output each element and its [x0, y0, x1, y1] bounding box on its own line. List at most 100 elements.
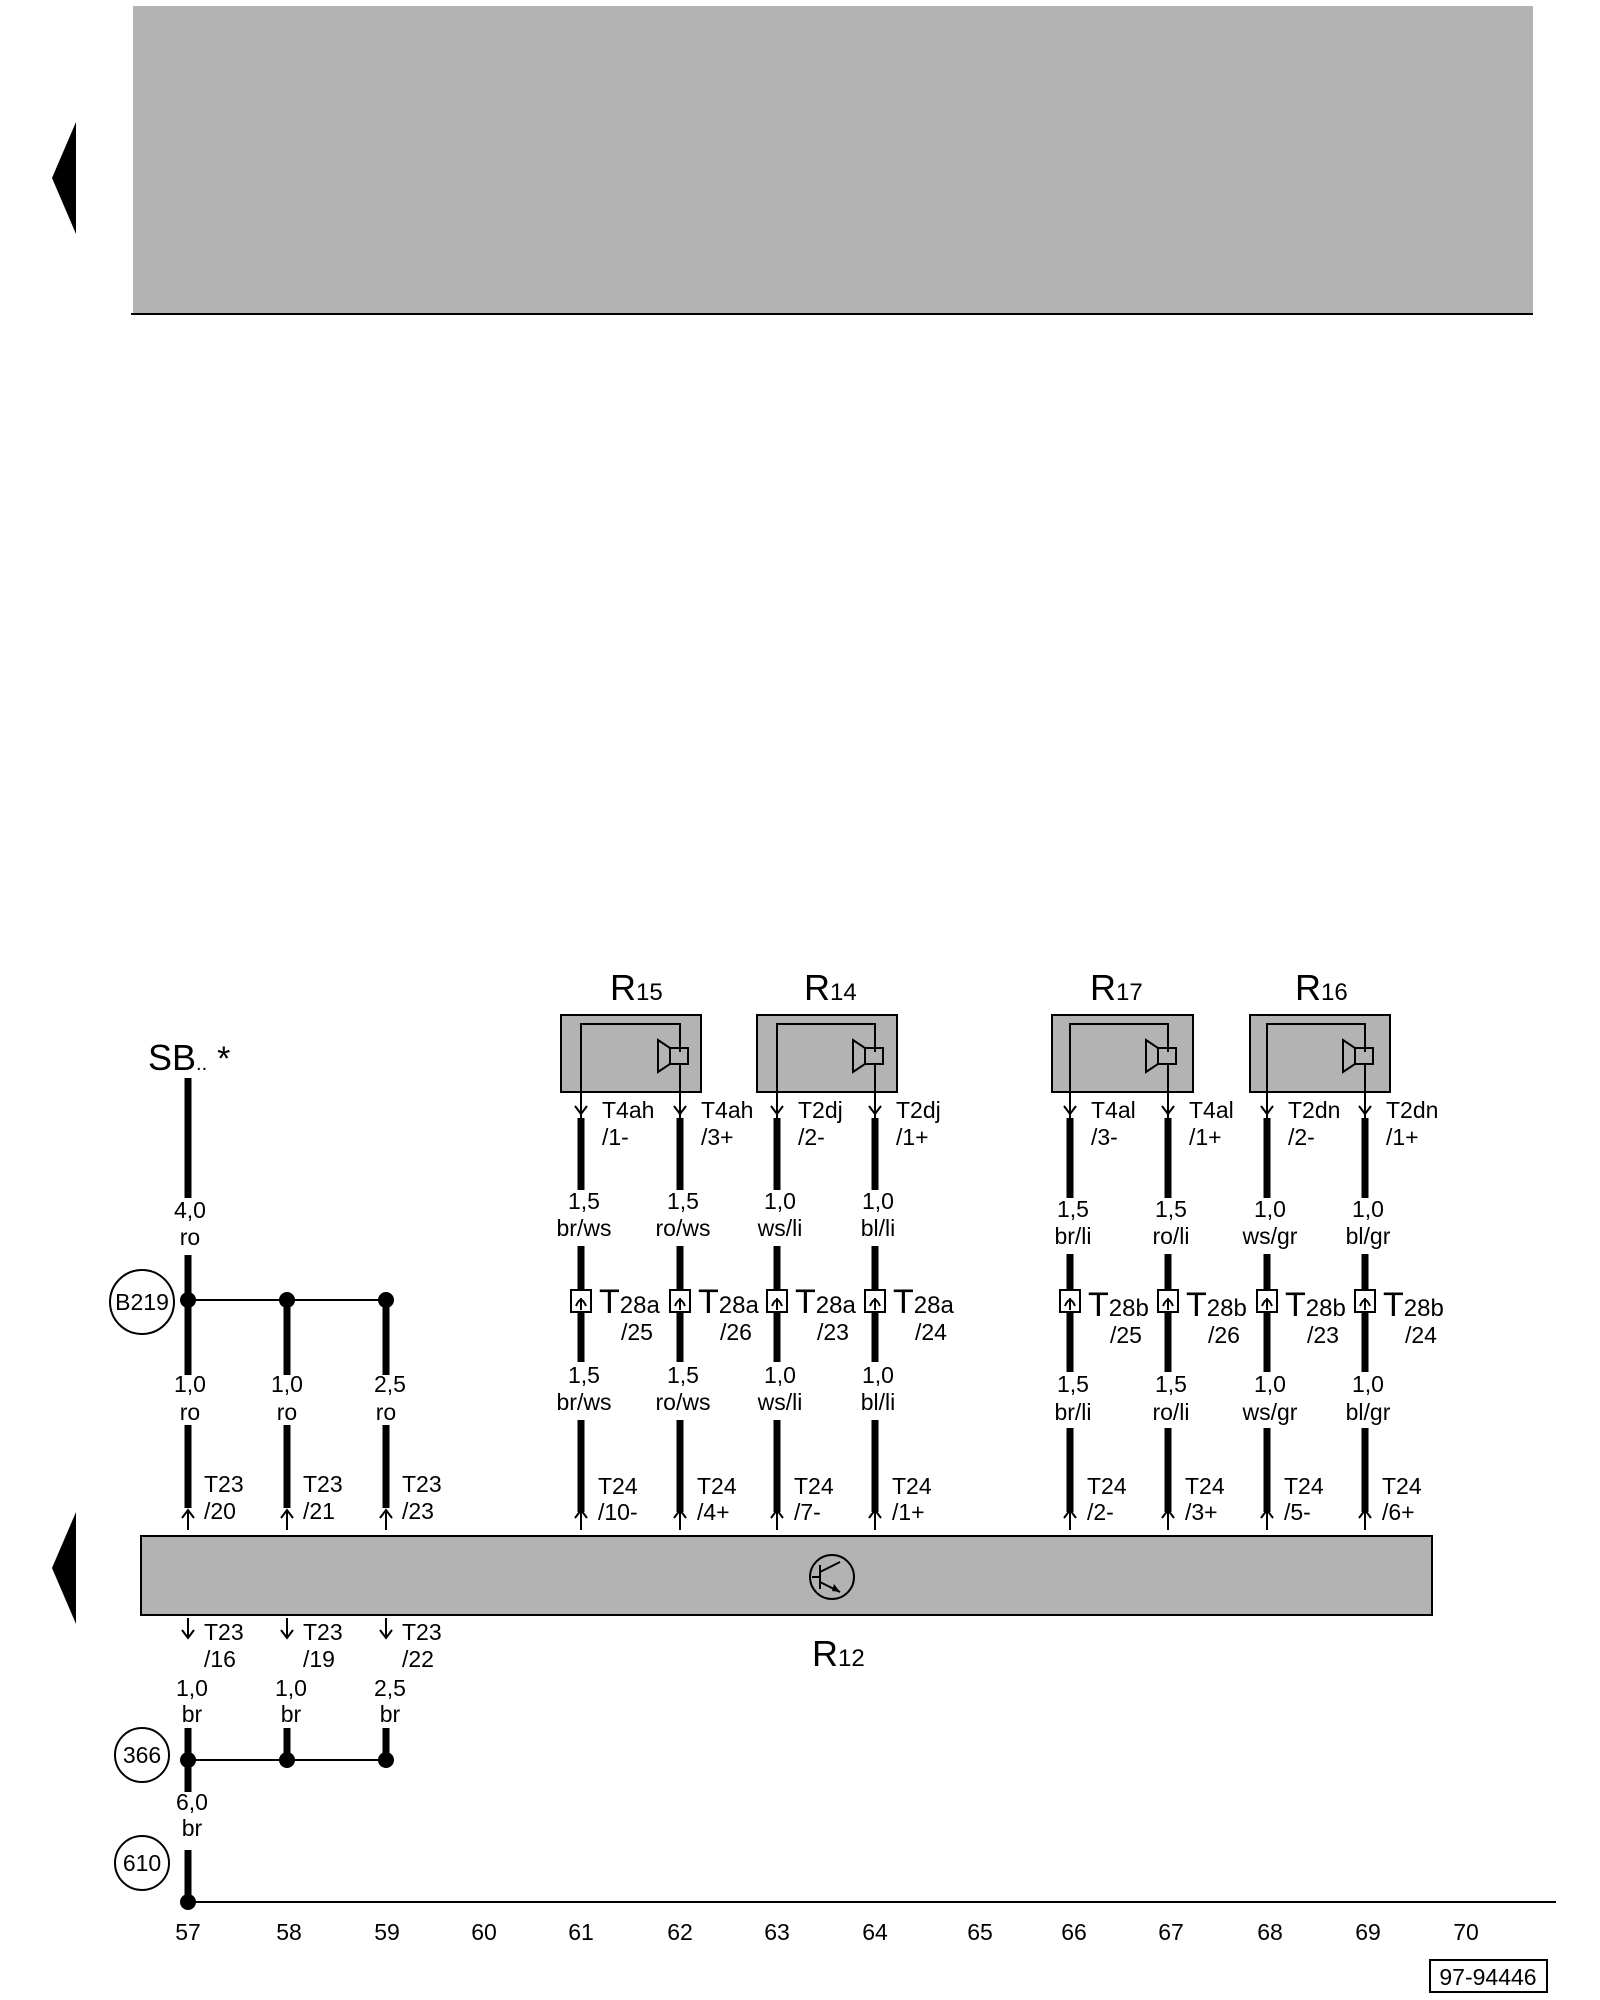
- ground-pin-num: /19: [303, 1646, 335, 1672]
- speaker-sub: 16: [1321, 979, 1348, 1006]
- header-band: [133, 6, 1533, 314]
- wire-color: ws/gr: [1242, 1399, 1298, 1425]
- ground-branch-color: br: [182, 1701, 203, 1727]
- wire-color: br/li: [1054, 1399, 1091, 1425]
- wire-color: ro/ws: [656, 1215, 711, 1241]
- wire-color: bl/li: [861, 1389, 896, 1415]
- power-pin-conn: T23: [303, 1471, 343, 1497]
- column-number: 68: [1257, 1919, 1283, 1945]
- wire-size: 1,5: [667, 1188, 699, 1214]
- mid-connector-pin: /23: [817, 1319, 849, 1345]
- speaker-r14: R14: [756, 967, 898, 1104]
- amp-pin-conn: T24: [794, 1473, 834, 1499]
- speaker-icon: [1342, 1038, 1374, 1104]
- column-number: 62: [667, 1919, 693, 1945]
- ground-dot: [180, 1894, 196, 1910]
- speaker-label: R15: [610, 967, 663, 1008]
- ground-wiring: [184, 1728, 1556, 1903]
- column-number: 70: [1453, 1919, 1479, 1945]
- mid-connector-pin: /26: [1208, 1322, 1240, 1348]
- connector-icon: [1256, 1289, 1278, 1313]
- power-branch-size: 2,5: [374, 1371, 406, 1397]
- speaker-pin-conn: T4al: [1189, 1097, 1234, 1123]
- wire-size: 1,5: [1155, 1371, 1187, 1397]
- prev-page-arrow-icon[interactable]: [52, 122, 76, 234]
- speaker-pin-conn: T4ah: [701, 1097, 753, 1123]
- doc-number-box: [1429, 1959, 1548, 1993]
- ground-branch-size: 1,0: [275, 1675, 307, 1701]
- ground-branch-color: br: [281, 1701, 302, 1727]
- wire-color: br/ws: [557, 1389, 612, 1415]
- splice-366-symbol: [114, 1727, 170, 1783]
- wire-color: ws/gr: [1242, 1223, 1298, 1249]
- speaker-pin-conn: T2dj: [798, 1097, 843, 1123]
- splice-366-label: 366: [123, 1742, 161, 1768]
- speaker-name: R: [1090, 967, 1116, 1008]
- column-number: 67: [1158, 1919, 1184, 1945]
- column-number: 65: [967, 1919, 993, 1945]
- wire-size: 1,0: [1254, 1371, 1286, 1397]
- mid-connector-pin: /23: [1307, 1322, 1339, 1348]
- mid-connector-label: T28b: [1186, 1286, 1247, 1324]
- amp-pin-num: /3+: [1185, 1499, 1218, 1525]
- amp-pin-conn: T24: [1087, 1473, 1127, 1499]
- ground-branch-size: 2,5: [374, 1675, 406, 1701]
- fuse-label: SB..*: [148, 1037, 230, 1078]
- column-number: 64: [862, 1919, 888, 1945]
- column-number: 58: [276, 1919, 302, 1945]
- speaker-pin-conn: T4al: [1091, 1097, 1136, 1123]
- ground-pin-conn: T23: [303, 1619, 343, 1645]
- wire-size: 1,0: [1352, 1196, 1384, 1222]
- fuse-wire-size: 4,0: [174, 1197, 206, 1223]
- amp-pin-num: /10-: [598, 1499, 638, 1525]
- wire-color: ws/li: [757, 1389, 803, 1415]
- amp-pin-conn: T24: [1284, 1473, 1324, 1499]
- amp-pin-conn: T24: [1382, 1473, 1422, 1499]
- speaker-sub: 14: [830, 979, 857, 1006]
- speaker-pin-num: /1+: [1386, 1124, 1419, 1150]
- speaker-pin-conn: T4ah: [602, 1097, 654, 1123]
- wire-color: br/ws: [557, 1215, 612, 1241]
- speaker-name: R: [804, 967, 830, 1008]
- connector-icon: [1059, 1289, 1081, 1313]
- speaker-name: R: [610, 967, 636, 1008]
- mid-connector-label: T28a: [599, 1283, 660, 1321]
- ground-branch-size: 1,0: [176, 1675, 208, 1701]
- mid-connector-pin: /25: [1110, 1322, 1142, 1348]
- wire-size: 1,5: [667, 1362, 699, 1388]
- speaker-pin-conn: T2dn: [1386, 1097, 1438, 1123]
- amp-pin-num: /5-: [1284, 1499, 1311, 1525]
- wire-size: 1,5: [1155, 1196, 1187, 1222]
- wire-color: ro/li: [1152, 1399, 1189, 1425]
- amp-pin-num: /6+: [1382, 1499, 1415, 1525]
- ground-main-size: 6,0: [176, 1789, 208, 1815]
- power-branch-color: ro: [180, 1399, 200, 1425]
- speaker-label: R17: [1090, 967, 1143, 1008]
- power-pin-num: /21: [303, 1498, 335, 1524]
- ground-pin-arrows: [181, 1618, 393, 1640]
- prev-section-arrow-icon[interactable]: [52, 1512, 76, 1624]
- connector-icon: [1157, 1289, 1179, 1313]
- speaker-pin-num: /2-: [798, 1124, 825, 1150]
- wire-color: bl/gr: [1346, 1223, 1391, 1249]
- wire-size: 1,5: [1057, 1371, 1089, 1397]
- speaker-pin-num: /1-: [602, 1124, 629, 1150]
- wire-size: 1,0: [1352, 1371, 1384, 1397]
- wire-color: br/li: [1054, 1223, 1091, 1249]
- column-number: 57: [175, 1919, 201, 1945]
- connector-icon: [766, 1289, 788, 1313]
- column-number: 63: [764, 1919, 790, 1945]
- mid-connector-pin: /25: [621, 1319, 653, 1345]
- power-pin-arrows: [181, 1508, 393, 1530]
- amp-pin-conn: T24: [1185, 1473, 1225, 1499]
- amp-pin-num: /4+: [697, 1499, 730, 1525]
- ground-610-label: 610: [123, 1850, 161, 1876]
- speaker-pin-conn: T2dj: [896, 1097, 941, 1123]
